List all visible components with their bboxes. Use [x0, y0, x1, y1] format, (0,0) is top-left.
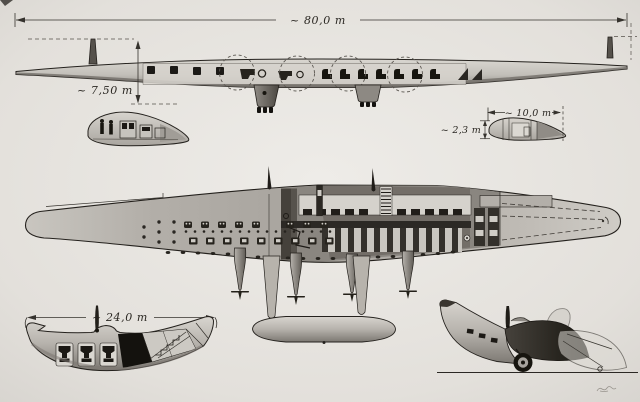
hull-propeller-hub	[95, 328, 99, 333]
height-dimension-label: ~ 7,50 m	[77, 84, 133, 97]
side-canopy	[510, 317, 531, 322]
front-wing-silhouette	[15, 58, 628, 88]
aircraft-side-view	[437, 299, 638, 374]
side-wingtip-outline	[557, 330, 628, 372]
wingspan-dimension-label: ~ 80,0 m	[290, 14, 346, 27]
propeller-disc-icons	[219, 54, 423, 93]
hull-tail-framing	[185, 322, 209, 347]
handwritten-mark	[596, 386, 617, 392]
hull-keel-shading	[31, 342, 203, 371]
cabin-furniture	[119, 120, 166, 139]
seat-row-upper	[184, 221, 328, 228]
float-keel-dot	[322, 341, 326, 344]
side-propeller-blade	[505, 306, 510, 327]
main-wheel	[513, 348, 533, 372]
seat-row-middle-dots	[184, 230, 332, 233]
hull-side-cutaway-view: ~ 24,0 m	[24, 305, 218, 372]
plan-view	[24, 166, 622, 344]
wing-section-with-figures	[87, 111, 190, 147]
side-hull-windows	[466, 328, 498, 343]
central-float	[252, 316, 396, 343]
landing-gear-fairings	[253, 84, 382, 113]
scale-figure-icons	[100, 119, 113, 135]
reference-dashed-lines	[28, 23, 637, 105]
section-thickness-dimension	[480, 120, 490, 140]
plan-centre-cutaway	[281, 185, 553, 262]
plan-right-wing-dashed-lines	[501, 203, 604, 241]
wing-section-dimensioned: ~ 10,0 m ~ 2,3 m	[441, 106, 567, 141]
wingtip-fitting-dot	[601, 219, 605, 223]
hull-propeller-blade	[95, 305, 99, 329]
height-dimension	[135, 40, 141, 104]
wingspan-dimension	[14, 13, 628, 27]
section-thickness-label: ~ 2,3 m	[441, 125, 481, 136]
photo-corner-blemish	[0, 0, 13, 6]
section-internal-structure	[502, 118, 538, 141]
hull-engine-bays	[55, 342, 118, 367]
front-view: ~ 80,0 m	[14, 13, 637, 113]
hull-length-label: ~ 24,0 m	[92, 311, 148, 324]
float-pylons	[262, 255, 371, 319]
section-chord-dimension	[487, 106, 564, 141]
side-bow-horn	[439, 299, 456, 307]
hull-dark-bay	[118, 333, 152, 368]
seat-row-lower	[189, 237, 334, 245]
wingtip-fins	[88, 36, 614, 65]
gear-fairing-spikes	[267, 166, 376, 192]
section-chord-label: ~ 10,0 m	[505, 108, 552, 119]
side-hull	[439, 299, 522, 365]
wingtip-fitting	[604, 216, 609, 225]
